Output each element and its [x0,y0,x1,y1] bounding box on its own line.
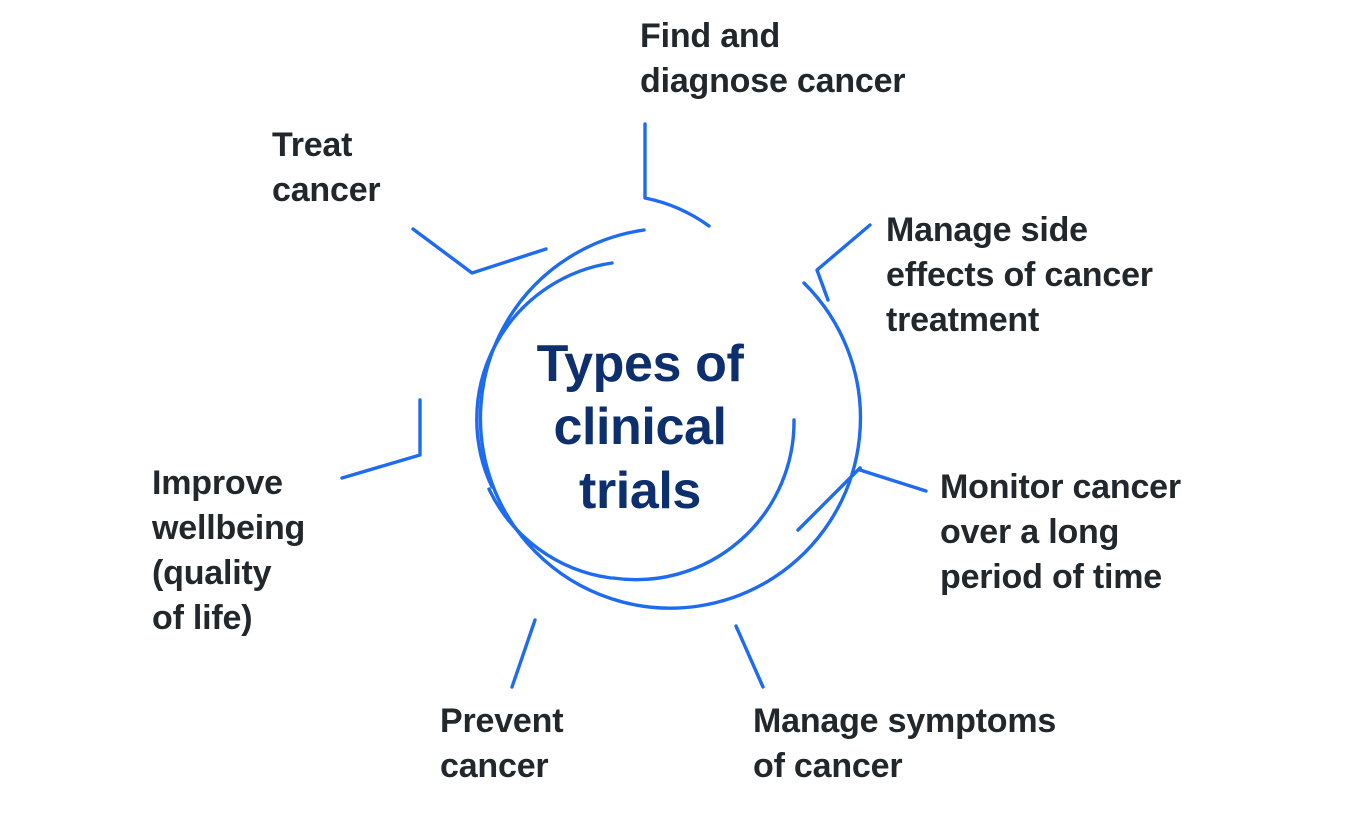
spoke-label-improve-wellbeing: Improve wellbeing (quality of life) [152,464,306,637]
spoke-label-prevent-cancer: Prevent cancer [440,702,564,785]
connector-find-diagnose [643,122,711,228]
spoke-label-manage-symptoms: Manage symptoms of cancer [753,702,1057,785]
inner-ring-arc-bottom [487,487,613,580]
connector-manage-symptoms [734,624,765,689]
spoke-label-monitor-cancer: Monitor cancer over a long period of tim… [940,468,1181,596]
spoke-label-treat: Treat cancer [272,126,381,209]
connector-prevent [510,618,537,689]
inner-ring-arc-left [475,261,614,489]
center-title: Types of clinical trials [536,335,744,520]
connector-monitor-elbow [796,466,862,532]
inner-ring-arc-right [611,418,796,582]
spoke-label-manage-side-effects: Manage side effects of cancer treatment [886,211,1153,339]
connector-improve [340,398,422,480]
connector-manage-side [815,223,872,302]
connector-monitor [858,466,928,493]
outer-ring-arc [478,228,863,610]
spoke-label-find-diagnose: Find and diagnose cancer [640,17,906,100]
connector-treat [411,227,548,275]
